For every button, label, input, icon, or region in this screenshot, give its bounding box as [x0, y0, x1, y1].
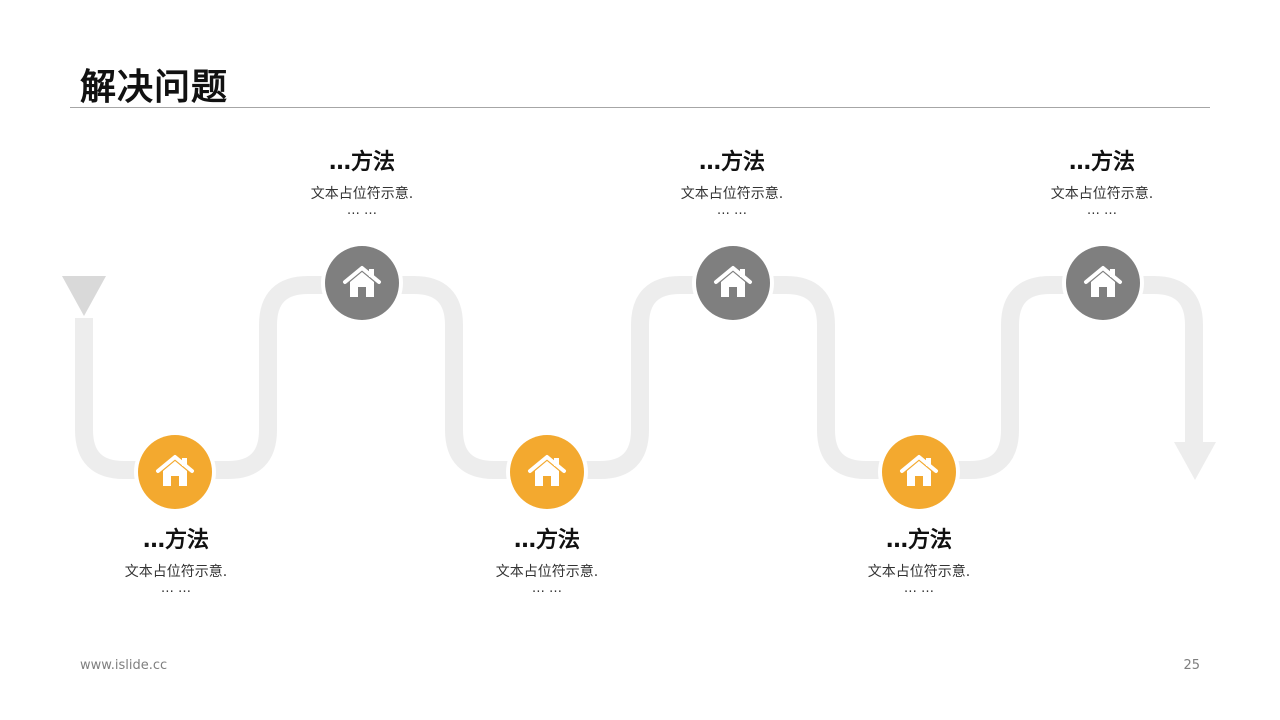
house-icon — [714, 266, 752, 297]
step-description: 文本占位符示意. — [867, 564, 971, 580]
step-node-5 — [878, 431, 960, 513]
step-ellipsis: … … — [346, 203, 378, 218]
step-node-1 — [134, 431, 216, 513]
step-ellipsis: … … — [716, 203, 748, 218]
step-description: 文本占位符示意. — [310, 186, 414, 202]
slide-title: 解决问题 — [80, 67, 229, 108]
step-title: …方法 — [1068, 150, 1135, 175]
step-text-6: …方法 文本占位符示意. … … — [992, 149, 1212, 218]
step-ellipsis: … … — [160, 581, 192, 596]
winding-path — [75, 276, 1203, 479]
house-icon — [343, 266, 381, 297]
page-number: 25 — [1183, 658, 1200, 673]
step-node-4 — [692, 242, 774, 324]
house-icon — [1084, 266, 1122, 297]
step-description: 文本占位符示意. — [680, 186, 784, 202]
house-icon — [156, 455, 194, 486]
step-description: 文本占位符示意. — [1050, 186, 1154, 202]
step-title: …方法 — [885, 528, 952, 553]
step-title: …方法 — [142, 528, 209, 553]
footer-url: www.islide.cc — [80, 658, 168, 673]
step-title: …方法 — [328, 150, 395, 175]
step-node-6 — [1062, 242, 1144, 324]
step-ellipsis: … … — [531, 581, 563, 596]
house-icon — [528, 455, 566, 486]
house-icon — [900, 455, 938, 486]
step-text-1: …方法 文本占位符示意. … … — [66, 527, 286, 596]
step-text-2: …方法 文本占位符示意. … … — [252, 149, 472, 218]
step-title: …方法 — [698, 150, 765, 175]
step-node-3 — [506, 431, 588, 513]
step-ellipsis: … … — [903, 581, 935, 596]
step-description: 文本占位符示意. — [495, 564, 599, 580]
step-text-5: …方法 文本占位符示意. … … — [809, 527, 1029, 596]
step-text-3: …方法 文本占位符示意. … … — [437, 527, 657, 596]
step-description: 文本占位符示意. — [124, 564, 228, 580]
step-node-2 — [321, 242, 403, 324]
end-arrowhead — [1174, 442, 1216, 480]
title-divider — [70, 107, 1210, 108]
start-triangle — [62, 276, 106, 316]
step-ellipsis: … … — [1086, 203, 1118, 218]
step-text-4: …方法 文本占位符示意. … … — [622, 149, 842, 218]
step-title: …方法 — [513, 528, 580, 553]
